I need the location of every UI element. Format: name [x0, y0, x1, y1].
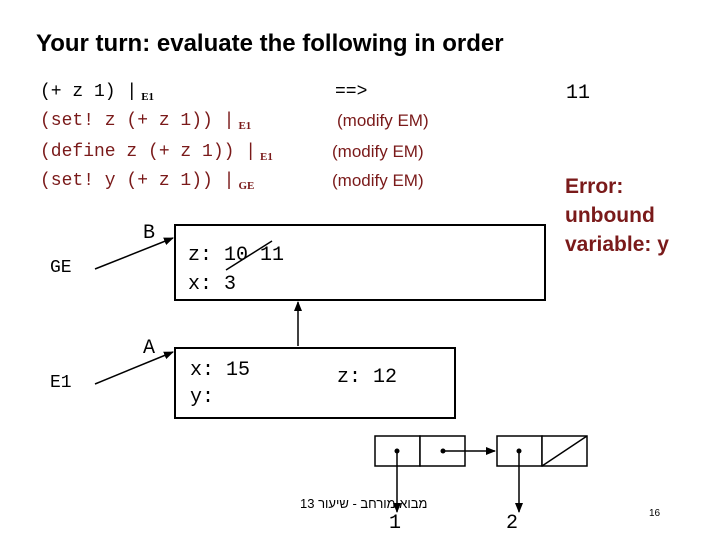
pointer-dot	[516, 448, 522, 454]
expression-code: (define z (+ z 1)) |	[40, 142, 257, 162]
expression-line-3: (define z (+ z 1)) |E1	[40, 142, 273, 163]
expression-line-4: (set! y (+ z 1)) |GE	[40, 171, 254, 192]
binding-x: x: 3	[188, 273, 237, 296]
result-modify-2: (modify EM)	[332, 142, 424, 161]
null-pointer-slash	[541, 435, 588, 467]
e1-frame-box	[174, 347, 456, 419]
expression-env: E1	[141, 91, 155, 103]
pair-value-1: 1	[389, 512, 402, 535]
binding-y: y:	[190, 386, 215, 409]
expression-env: E1	[260, 151, 273, 163]
binding-x: x: 15	[190, 359, 251, 382]
e1-pointer-arrow	[94, 351, 174, 385]
expression-env: GE	[238, 180, 255, 192]
lecture-footer: מבוא מורחב - שיעור 13	[300, 496, 428, 511]
ge-pointer-arrow	[94, 237, 174, 270]
frame-label-b: B	[143, 222, 156, 245]
expression-code: (set! y (+ z 1)) |	[40, 171, 235, 191]
error-message: Error: unbound variable: y	[565, 172, 669, 259]
slide-title: Your turn: evaluate the following in ord…	[36, 30, 504, 57]
strike-through-line	[225, 240, 273, 271]
pair-value-2: 2	[506, 512, 519, 535]
pointer-dot	[440, 448, 446, 454]
binding-old-value: 10	[224, 244, 249, 267]
pointer-dot	[394, 448, 400, 454]
result-modify-1: (modify EM)	[337, 111, 429, 130]
e1-label: E1	[50, 373, 72, 393]
evaluates-to-arrow: ==>	[335, 82, 368, 102]
binding-name: z:	[188, 244, 225, 267]
binding-new-value: 11	[260, 244, 285, 267]
expression-line-1: (+ z 1) |E1	[40, 82, 154, 103]
error-line: Error:	[565, 175, 624, 198]
frame-label-a: A	[143, 337, 156, 360]
result-modify-3: (modify EM)	[332, 171, 424, 190]
expression-env: E1	[238, 120, 252, 132]
expression-code: (+ z 1) |	[40, 82, 138, 102]
binding-z-added: z: 12	[337, 366, 398, 389]
ge-label: GE	[50, 258, 72, 278]
page-number: 16	[649, 508, 661, 519]
error-line: variable: y	[565, 233, 669, 256]
expression-line-2: (set! z (+ z 1)) |E1	[40, 111, 251, 132]
error-line: unbound	[565, 204, 655, 227]
result-value: 11	[566, 82, 591, 105]
binding-z: z: 10 11	[188, 244, 284, 267]
expression-code: (set! z (+ z 1)) |	[40, 111, 235, 131]
